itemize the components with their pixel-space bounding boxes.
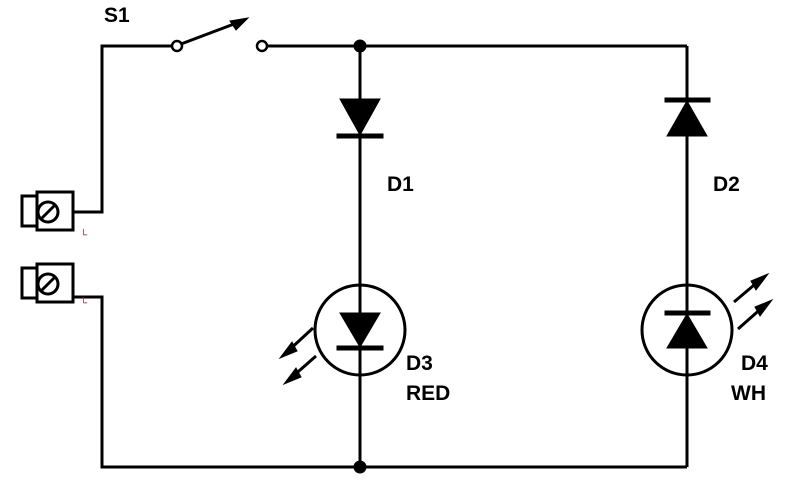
led-d4: D4 WH: [640, 272, 774, 405]
d3-light-arrows: [278, 326, 317, 386]
switch-s1: S1: [104, 4, 269, 53]
junction-top: [353, 39, 367, 53]
switch-lever: [180, 22, 235, 46]
terminal-1-mark: └: [80, 228, 88, 241]
terminal-2-body-left: [20, 266, 39, 300]
terminal-1-body-left: [20, 194, 39, 228]
d4-color-label: WH: [731, 382, 766, 405]
diode-d2: D2: [664, 97, 740, 196]
junction-bottom: [353, 460, 367, 474]
d4-arrowhead-2: [754, 298, 774, 317]
d2-anode-triangle: [666, 99, 708, 137]
terminal-1-screw-slot: [39, 203, 57, 221]
d4-anode-triangle: [666, 313, 708, 349]
switch-label: S1: [104, 4, 130, 27]
screw-terminal-2: └: [20, 262, 88, 309]
left-feed-wire: [74, 44, 177, 214]
diode-d1: D1: [336, 98, 414, 196]
switch-contact-left: [170, 39, 184, 53]
terminal-2-mark: └: [80, 296, 88, 309]
wires: [74, 44, 689, 469]
d3-arrowhead-1: [278, 341, 298, 360]
led-d3: D3 RED: [278, 283, 450, 405]
switch-contact-right: [255, 39, 269, 53]
d3-cathode-bar: [336, 345, 384, 351]
d1-cathode-bar: [336, 133, 384, 139]
d1-anode-triangle: [339, 98, 381, 137]
d3-label: D3: [406, 352, 433, 375]
d3-color-label: RED: [406, 382, 450, 405]
d3-arrowhead-2: [282, 367, 302, 386]
d2-label: D2: [713, 173, 740, 196]
d1-label: D1: [387, 173, 414, 196]
d4-label: D4: [741, 352, 768, 375]
switch-arrowhead: [229, 17, 250, 31]
terminal-2-screw-slot: [39, 275, 57, 293]
d4-arrowhead-1: [750, 272, 770, 291]
screw-terminal-1: └: [20, 190, 88, 241]
d4-light-arrows: [733, 272, 774, 331]
d3-anode-triangle: [339, 312, 381, 348]
bottom-rail-wire: [74, 295, 687, 469]
